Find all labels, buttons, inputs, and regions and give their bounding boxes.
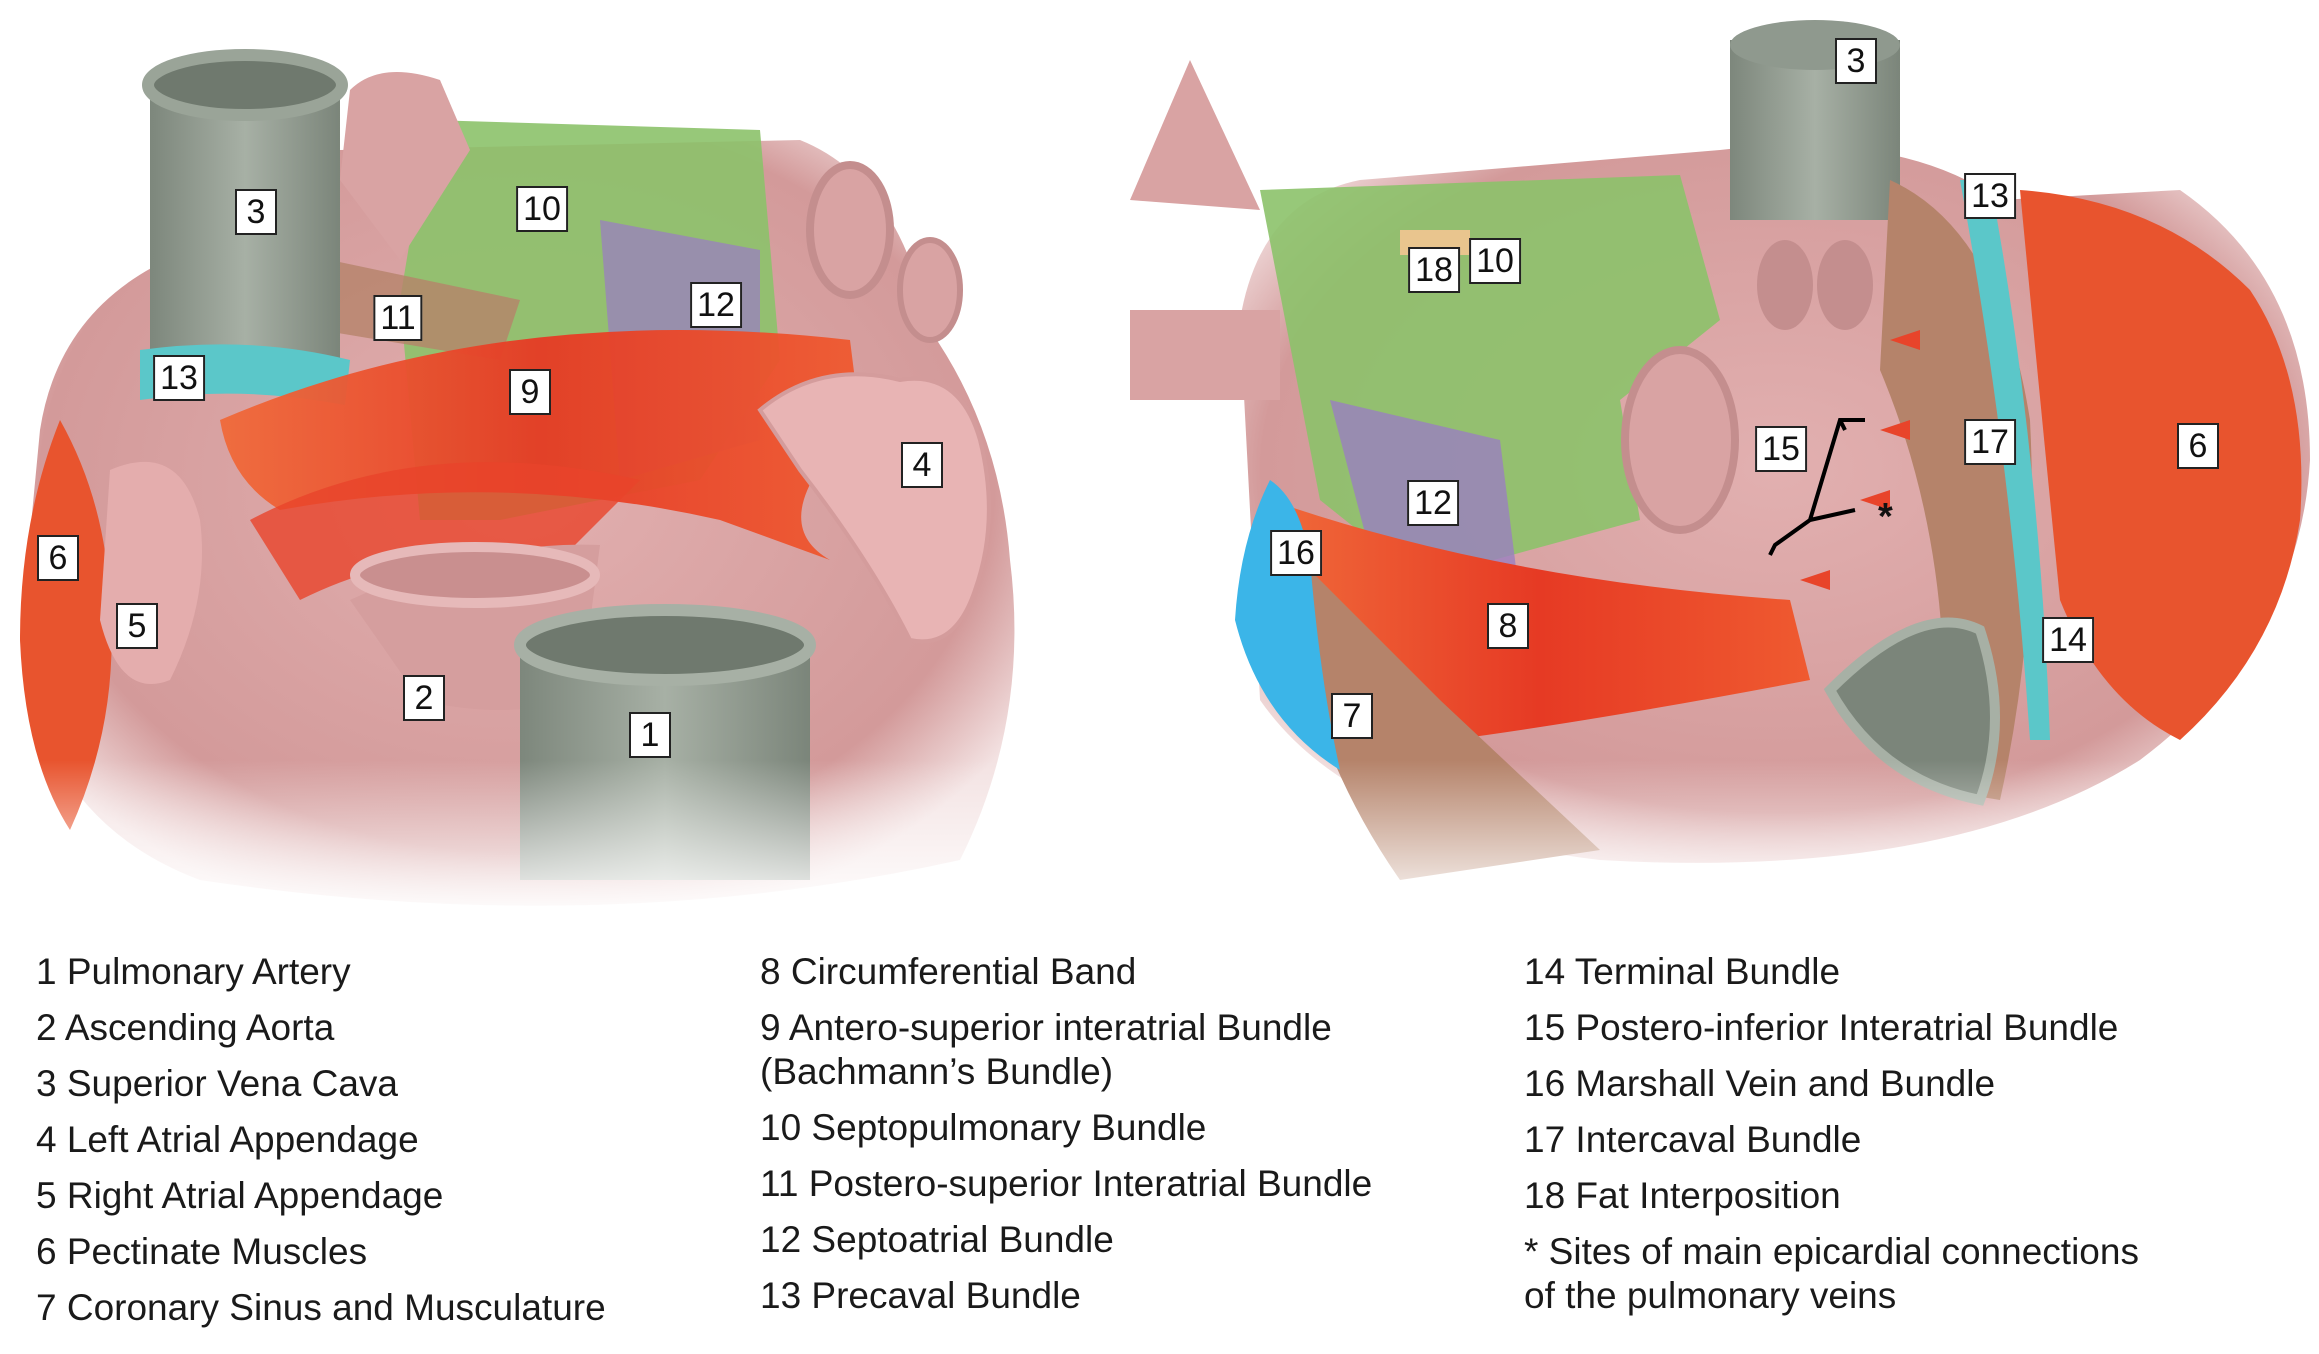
legend-item-16: 16 Marshall Vein and Bundle bbox=[1524, 1063, 1996, 1104]
pv-connection-marker bbox=[1860, 490, 1890, 510]
legend-item-3: 3 Superior Vena Cava bbox=[36, 1063, 399, 1104]
legend-item-12: 12 Septoatrial Bundle bbox=[760, 1219, 1114, 1260]
marker-6-left: 6 bbox=[37, 535, 79, 581]
marker-12-right: 12 bbox=[1407, 480, 1459, 526]
marker-3-left: 3 bbox=[235, 189, 277, 235]
bracket-15 bbox=[1768, 418, 1860, 556]
anatomy-figure: 3 10 11 12 13 9 4 6 5 2 1 3 13 18 10 15 … bbox=[0, 20, 2319, 920]
marker-10-left: 10 bbox=[516, 186, 568, 232]
legend-item-1: 1 Pulmonary Artery bbox=[36, 951, 351, 992]
pv-connection-marker bbox=[1880, 420, 1910, 440]
marker-15-right: 15 bbox=[1755, 426, 1807, 472]
marker-17-right: 17 bbox=[1964, 419, 2016, 465]
marker-2-left: 2 bbox=[403, 675, 445, 721]
marker-11-left: 11 bbox=[373, 295, 423, 341]
legend-column-3: 14 Terminal Bundle 15 Postero-inferior I… bbox=[1524, 950, 2139, 1330]
marker-1-left: 1 bbox=[629, 712, 671, 758]
legend-item-17: 17 Intercaval Bundle bbox=[1524, 1119, 1862, 1160]
right-inferior-vena-cava bbox=[1823, 617, 2000, 806]
right-pectinate-muscles bbox=[2020, 190, 2302, 740]
marker-16-right: 16 bbox=[1270, 530, 1322, 576]
right-marshall-vein bbox=[1235, 480, 1340, 770]
marker-14-right: 14 bbox=[2042, 617, 2094, 663]
legend-item-14: 14 Terminal Bundle bbox=[1524, 951, 1841, 992]
legend-item-7: 7 Coronary Sinus and Musculature bbox=[36, 1287, 606, 1328]
anatomy-illustration bbox=[0, 20, 2319, 920]
legend-item-8: 8 Circumferential Band bbox=[760, 951, 1137, 992]
legend-column-2: 8 Circumferential Band 9 Antero-superior… bbox=[760, 950, 1372, 1330]
legend-item-10: 10 Septopulmonary Bundle bbox=[760, 1107, 1207, 1148]
legend-star-line1: * Sites of main epicardial connections bbox=[1524, 1231, 2139, 1272]
legend-item-5: 5 Right Atrial Appendage bbox=[36, 1175, 444, 1216]
legend-item-9-line2: (Bachmann’s Bundle) bbox=[760, 1051, 1114, 1092]
right-heart-view bbox=[1130, 20, 2319, 920]
legend-item-9: 9 Antero-superior interatrial Bundle (Ba… bbox=[760, 1006, 1372, 1094]
marker-7-right: 7 bbox=[1331, 693, 1373, 739]
right-pulmonary-vein-orifice bbox=[1621, 346, 1739, 534]
left-pectinate-muscles bbox=[20, 420, 112, 830]
marker-13-right: 13 bbox=[1964, 173, 2016, 219]
legend-column-1: 1 Pulmonary Artery 2 Ascending Aorta 3 S… bbox=[36, 950, 606, 1342]
marker-9-left: 9 bbox=[509, 369, 551, 415]
legend-item-star: * Sites of main epicardial connections o… bbox=[1524, 1230, 2139, 1318]
star-marker: * bbox=[1878, 496, 1893, 538]
legend-item-2: 2 Ascending Aorta bbox=[36, 1007, 335, 1048]
legend-item-4: 4 Left Atrial Appendage bbox=[36, 1119, 419, 1160]
marker-12-left: 12 bbox=[690, 282, 742, 328]
marker-10-right: 10 bbox=[1469, 238, 1521, 284]
marker-3-right: 3 bbox=[1835, 38, 1877, 84]
marker-18-right: 18 bbox=[1408, 247, 1460, 293]
marker-6-right: 6 bbox=[2177, 423, 2219, 469]
legend-item-18: 18 Fat Interposition bbox=[1524, 1175, 1841, 1216]
legend-item-11: 11 Postero-superior Interatrial Bundle bbox=[760, 1163, 1373, 1204]
marker-5-left: 5 bbox=[116, 603, 158, 649]
left-bachmann-bundle bbox=[220, 330, 860, 560]
left-atrial-appendage bbox=[757, 372, 991, 644]
marker-4-left: 4 bbox=[901, 442, 943, 488]
marker-13-left: 13 bbox=[153, 355, 205, 401]
pv-connection-marker bbox=[1800, 570, 1830, 590]
marker-8-right: 8 bbox=[1487, 603, 1529, 649]
legend-star-line2: of the pulmonary veins bbox=[1524, 1275, 1897, 1316]
legend-item-9-line1: 9 Antero-superior interatrial Bundle bbox=[760, 1007, 1332, 1048]
pv-connection-marker bbox=[1890, 330, 1920, 350]
legend-item-6: 6 Pectinate Muscles bbox=[36, 1231, 368, 1272]
legend-item-13: 13 Precaval Bundle bbox=[760, 1275, 1081, 1316]
left-heart-view bbox=[0, 49, 1050, 920]
legend-item-15: 15 Postero-inferior Interatrial Bundle bbox=[1524, 1007, 2119, 1048]
